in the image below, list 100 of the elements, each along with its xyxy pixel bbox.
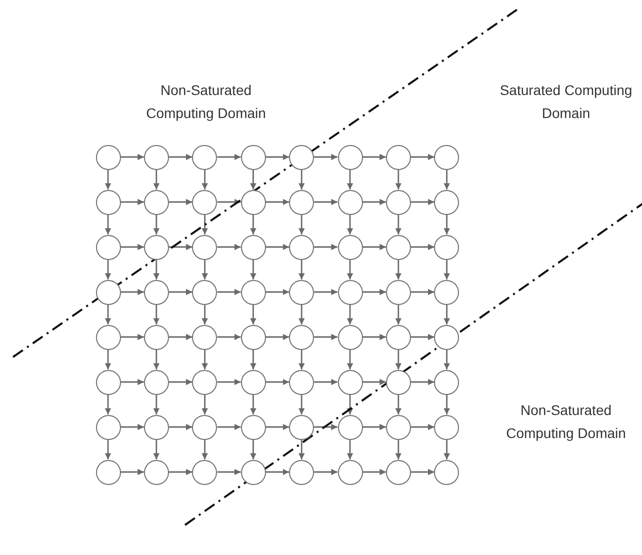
arrow bbox=[120, 468, 144, 476]
arrow bbox=[410, 334, 434, 340]
node-circle bbox=[386, 370, 411, 394]
node-circle bbox=[240, 234, 266, 260]
node-circle bbox=[240, 190, 266, 214]
node-circle bbox=[289, 324, 314, 350]
node-circle bbox=[338, 190, 362, 214]
arrow bbox=[346, 214, 354, 234]
arrow bbox=[444, 304, 450, 324]
arrow bbox=[266, 198, 290, 206]
arrow bbox=[410, 288, 434, 296]
arrow bbox=[395, 214, 402, 234]
arrow bbox=[444, 350, 450, 370]
node-circle bbox=[240, 280, 266, 304]
node-circle bbox=[144, 460, 169, 484]
node-circle bbox=[144, 190, 169, 214]
node-circle bbox=[386, 144, 411, 170]
arrow bbox=[395, 440, 402, 460]
arrow bbox=[202, 214, 208, 234]
node-circle bbox=[386, 324, 411, 350]
node-circle bbox=[96, 460, 120, 484]
arrow bbox=[266, 244, 290, 250]
arrow bbox=[298, 214, 305, 234]
node-circle bbox=[240, 460, 266, 484]
arrow bbox=[250, 260, 256, 280]
node-circle bbox=[289, 414, 314, 440]
arrow bbox=[346, 260, 354, 280]
node-circle bbox=[96, 190, 120, 214]
node-circle bbox=[434, 234, 460, 260]
region-label: Non-Saturated Computing Domain bbox=[505, 401, 627, 443]
node-circle bbox=[192, 234, 218, 260]
node-circle bbox=[289, 280, 314, 304]
arrow bbox=[346, 350, 354, 370]
arrow bbox=[104, 394, 112, 414]
arrow bbox=[395, 170, 402, 190]
arrow bbox=[266, 378, 290, 386]
arrow bbox=[362, 154, 386, 160]
arrow bbox=[346, 170, 354, 190]
node-circle bbox=[289, 460, 314, 484]
node-circle bbox=[289, 190, 314, 214]
node-circle bbox=[192, 460, 218, 484]
arrow bbox=[362, 468, 386, 476]
arrow bbox=[298, 350, 305, 370]
arrow bbox=[153, 304, 160, 324]
node-circle bbox=[144, 144, 169, 170]
arrow bbox=[444, 260, 450, 280]
arrow bbox=[395, 260, 402, 280]
arrow bbox=[168, 244, 192, 250]
arrow bbox=[202, 170, 208, 190]
arrow bbox=[298, 170, 305, 190]
arrow bbox=[217, 154, 241, 160]
arrow bbox=[153, 350, 160, 370]
arrow bbox=[266, 334, 290, 340]
arrow bbox=[444, 214, 450, 234]
arrow bbox=[314, 424, 338, 430]
node-circle bbox=[338, 280, 362, 304]
arrow bbox=[362, 288, 386, 296]
arrow bbox=[250, 440, 256, 460]
arrow bbox=[362, 334, 386, 340]
node-circle bbox=[240, 414, 266, 440]
node-circle bbox=[386, 414, 411, 440]
node-circle bbox=[192, 280, 218, 304]
node-circle bbox=[434, 144, 460, 170]
node-circle bbox=[434, 414, 460, 440]
arrow bbox=[395, 350, 402, 370]
node-circle bbox=[338, 414, 362, 440]
arrow bbox=[168, 424, 192, 430]
arrow bbox=[298, 260, 305, 280]
node-circle bbox=[386, 234, 411, 260]
node-circle bbox=[144, 234, 169, 260]
node-circle bbox=[192, 414, 218, 440]
arrow bbox=[168, 288, 192, 296]
arrow bbox=[395, 394, 402, 414]
node-circle bbox=[434, 324, 460, 350]
arrow bbox=[314, 154, 338, 160]
arrow bbox=[153, 214, 160, 234]
arrow bbox=[217, 378, 241, 386]
arrow bbox=[120, 154, 144, 160]
arrow bbox=[346, 394, 354, 414]
arrow bbox=[298, 440, 305, 460]
arrow bbox=[104, 350, 112, 370]
arrow bbox=[153, 440, 160, 460]
arrow bbox=[362, 424, 386, 430]
arrow bbox=[217, 244, 241, 250]
arrow bbox=[410, 244, 434, 250]
arrow bbox=[266, 424, 290, 430]
node-circle bbox=[289, 234, 314, 260]
arrow bbox=[444, 170, 450, 190]
node-circle bbox=[434, 280, 460, 304]
arrow bbox=[104, 170, 112, 190]
arrow bbox=[217, 198, 241, 206]
node-circle bbox=[338, 144, 362, 170]
arrow bbox=[168, 378, 192, 386]
arrow bbox=[362, 378, 386, 386]
arrow bbox=[410, 424, 434, 430]
arrow bbox=[250, 304, 256, 324]
arrow bbox=[153, 260, 160, 280]
arrow bbox=[410, 468, 434, 476]
arrow bbox=[202, 440, 208, 460]
arrow bbox=[250, 394, 256, 414]
